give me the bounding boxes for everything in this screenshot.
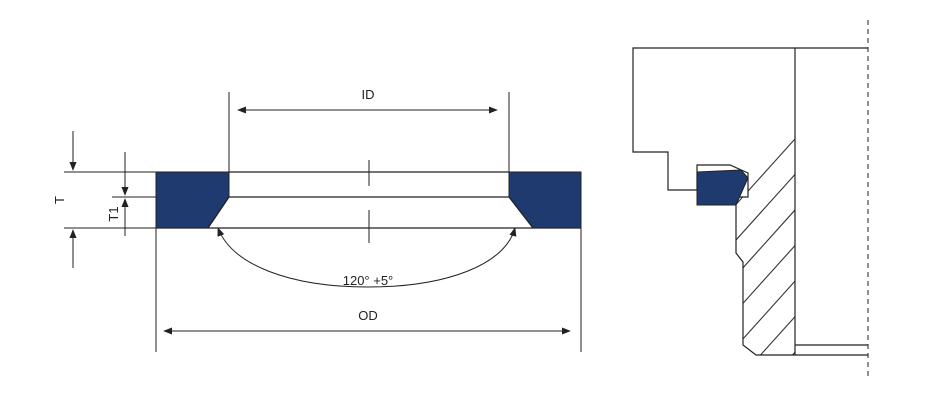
housing-outline [632,47,796,356]
seal-profile-left [155,171,230,229]
installation-view [632,0,951,400]
id-dimension: ID [228,87,510,172]
t-dimension: T [52,131,156,268]
hatch-line [816,0,951,400]
hatch-line [912,0,951,400]
od-label: OD [358,308,378,323]
seal-profile-right [508,171,582,229]
chamfer-left [207,196,230,229]
hatch-line [633,48,795,355]
seal-section-view: ID OD 120° +5° T T1 [52,87,582,352]
hatch-line [633,48,795,355]
t-label: T [52,196,67,204]
angle-dimension: 120° +5° [217,227,517,288]
hatch-line [687,48,795,355]
od-dimension: OD [155,228,582,352]
t1-label: T1 [106,206,121,221]
angle-label: 120° +5° [343,273,394,288]
chamfer-right [508,196,534,229]
installed-seal [696,169,749,206]
hatch-line [848,0,951,400]
t1-dimension: T1 [106,152,156,236]
hatch-line [880,0,951,400]
angle-arc [217,227,517,288]
hatch-line [633,48,795,355]
housing-hatching [633,0,951,400]
hatch-line [944,0,951,400]
hatch-line [719,48,795,355]
hatch-line [751,48,795,355]
id-label: ID [362,87,375,102]
